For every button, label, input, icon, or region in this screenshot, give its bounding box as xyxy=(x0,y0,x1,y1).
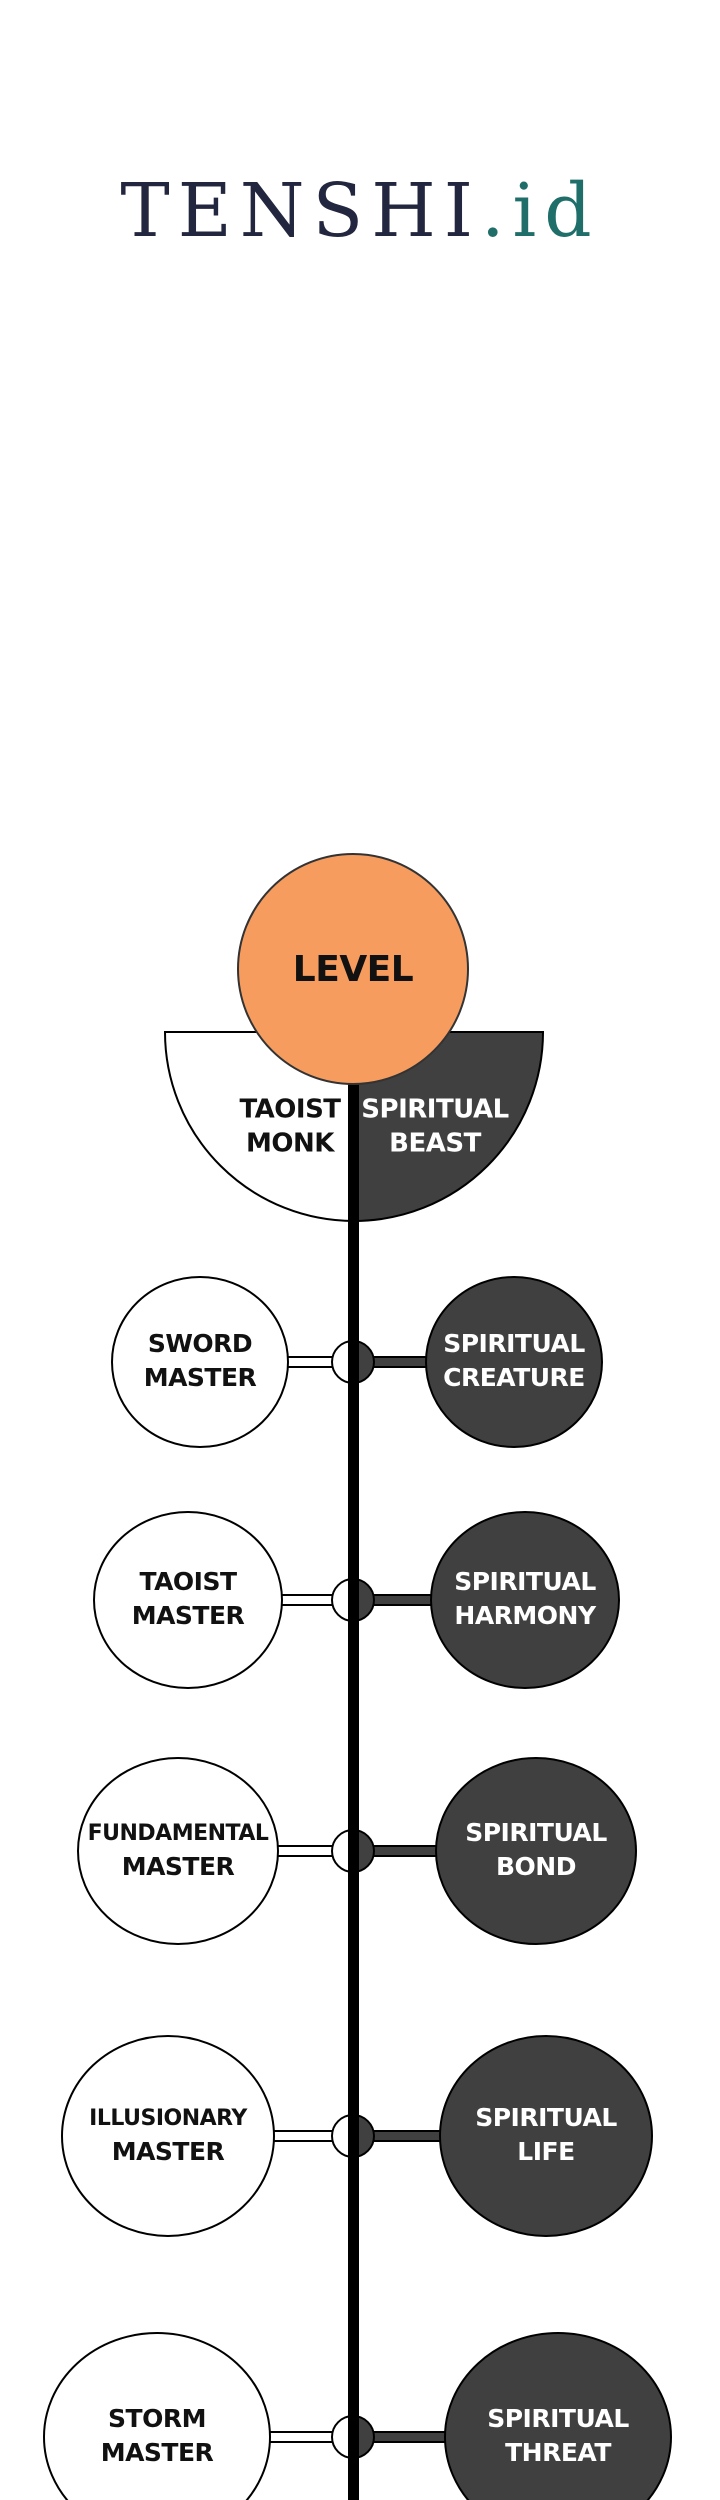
node-left-half xyxy=(331,2113,354,2159)
level-row: FUNDAMENTAL MASTER SPIRITUAL BOND xyxy=(77,1757,637,1945)
taoist-rank-label: TAOIST xyxy=(139,1567,237,1596)
level-row: ILLUSIONARY MASTER SPIRITUAL LIFE xyxy=(61,2035,653,2237)
node-left-half xyxy=(331,1577,354,1623)
taoist-rank-circle xyxy=(93,1511,283,1689)
taoist-rank-label: MASTER xyxy=(144,1363,257,1392)
taoist-rank-circle xyxy=(61,2035,275,2237)
beast-rank-label: HARMONY xyxy=(454,1601,597,1630)
spiritual-beast-half xyxy=(353,1031,545,1223)
taoist-rank-circle xyxy=(77,1757,279,1945)
level-circle xyxy=(237,853,469,1085)
taoist-monk-label-1: TAOIST xyxy=(239,1095,341,1125)
taoist-monk-label-2: MONK xyxy=(246,1129,335,1159)
beast-rank-circle xyxy=(439,2035,653,2237)
taoist-rank-label: MASTER xyxy=(122,1852,235,1881)
beast-rank-label: LIFE xyxy=(517,2137,574,2166)
logo: TENSHI.id xyxy=(120,168,599,254)
level-row: STORM MASTER SPIRITUAL THREAT xyxy=(43,2332,672,2500)
beast-rank-label: CREATURE xyxy=(443,1363,585,1392)
beast-rank-circle xyxy=(444,2332,672,2500)
spiritual-beast-label-1: SPIRITUAL xyxy=(361,1095,508,1125)
taoist-rank-label: FUNDAMENTAL xyxy=(88,1821,269,1846)
beast-rank-label: SPIRITUAL xyxy=(443,1329,585,1358)
node-axis xyxy=(348,2416,359,2458)
node-left-half xyxy=(331,1339,354,1385)
beast-rank-circle xyxy=(425,1276,603,1448)
taoist-rank-circle xyxy=(111,1276,289,1448)
node-axis xyxy=(348,1579,359,1621)
taoist-rank-label: MASTER xyxy=(101,2438,214,2467)
level-row: SWORD MASTER SPIRITUAL CREATURE xyxy=(111,1276,603,1448)
node-left-half xyxy=(331,2414,354,2460)
node-left-half xyxy=(331,1828,354,1874)
main-axis-line xyxy=(348,1080,359,2500)
logo-text: TENSHI.id xyxy=(120,168,599,254)
beast-rank-label: SPIRITUAL xyxy=(487,2404,629,2433)
beast-rank-label: BOND xyxy=(496,1852,576,1881)
taoist-rank-label: STORM xyxy=(108,2404,206,2433)
taoist-rank-label: MASTER xyxy=(132,1601,245,1630)
taoist-rank-circle xyxy=(43,2332,271,2500)
taoist-rank-label: ILLUSIONARY xyxy=(89,2106,248,2131)
node-axis xyxy=(348,1830,359,1872)
level-rows: SWORD MASTER SPIRITUAL CREATURE TAOIST MASTER… xyxy=(43,1276,672,2500)
beast-rank-label: THREAT xyxy=(505,2438,611,2467)
taoist-monk-half xyxy=(163,1031,355,1223)
level-row: TAOIST MASTER SPIRITUAL HARMONY xyxy=(93,1511,620,1689)
beast-rank-label: SPIRITUAL xyxy=(465,1818,607,1847)
node-axis xyxy=(348,1341,359,1383)
beast-rank-label: SPIRITUAL xyxy=(475,2103,617,2132)
taoist-rank-label: MASTER xyxy=(112,2137,225,2166)
beast-rank-circle xyxy=(430,1511,620,1689)
node-axis xyxy=(348,2115,359,2157)
taoist-rank-label: SWORD xyxy=(148,1329,252,1358)
beast-rank-label: SPIRITUAL xyxy=(454,1567,596,1596)
level-title: LEVEL xyxy=(293,949,413,990)
spiritual-beast-label-2: BEAST xyxy=(389,1129,481,1159)
beast-rank-circle xyxy=(435,1757,637,1945)
